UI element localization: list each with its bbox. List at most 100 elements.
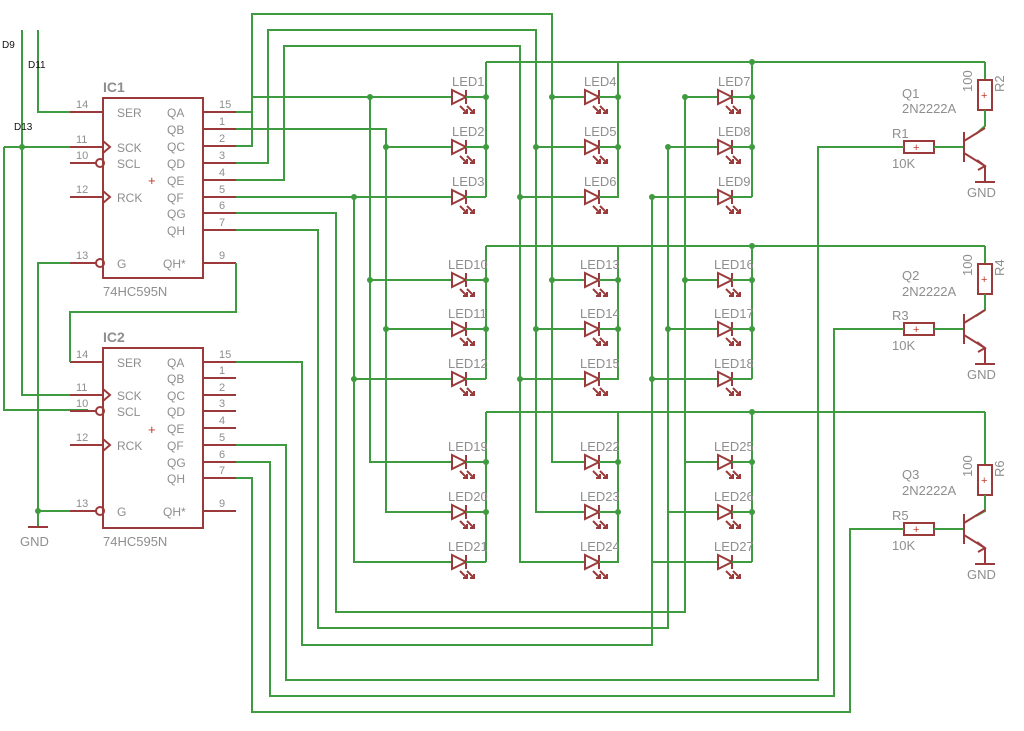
q1-type: 2N2222A	[902, 101, 957, 116]
input-d11-label: D11	[28, 60, 46, 71]
ic1-pin-qb-label: QB	[167, 123, 184, 137]
led-8: LED8	[717, 124, 752, 164]
led-10-label: LED10	[448, 257, 488, 272]
q3-gnd: GND	[967, 567, 996, 582]
led-14-label: LED14	[580, 306, 620, 321]
svg-text:+: +	[981, 274, 987, 286]
led-4: LED4	[584, 74, 619, 114]
led-27: LED27	[714, 539, 754, 579]
led-17: LED17	[714, 306, 754, 346]
ic2-pin-qc-label: QC	[167, 389, 185, 403]
ic1-pin-scl-label: SCL	[117, 157, 141, 171]
svg-text:+: +	[981, 475, 987, 487]
led-21-label: LED21	[448, 539, 488, 554]
led-11: LED11	[448, 306, 487, 346]
ic2-pin-scl-label: SCL	[117, 405, 141, 419]
ic2-pin-rck-num: 12	[76, 432, 88, 444]
ic2-pin-qg-num: 6	[219, 449, 225, 461]
r6-label: R6	[992, 460, 1007, 477]
led-1-label: LED1	[452, 74, 485, 89]
ic1-pin-qe-num: 4	[219, 167, 225, 179]
led-13-label: LED13	[580, 257, 620, 272]
led-15: LED15	[580, 356, 620, 396]
row-buses	[236, 13, 890, 713]
led-4-label: LED4	[584, 74, 617, 89]
ic2-title: IC2	[103, 329, 125, 345]
ic1-pin-g-label: G	[117, 257, 126, 271]
ic2-pin-qc-num: 2	[219, 382, 225, 394]
led-21: LED21	[448, 539, 488, 579]
ic2-pin-qh-num: 7	[219, 465, 225, 477]
ic2-pin-sck-num: 11	[76, 382, 87, 394]
ic1-pin-qh-label: QH	[167, 224, 185, 238]
led-5-label: LED5	[584, 124, 617, 139]
led-27-label: LED27	[714, 539, 754, 554]
led-10: LED10	[448, 257, 488, 297]
ic2-pin-qf-label: QF	[167, 439, 184, 453]
ic2-pin-qd-num: 3	[219, 398, 225, 410]
q2-type: 2N2222A	[902, 284, 957, 299]
led-20-label: LED20	[448, 489, 488, 504]
input-d13-label: D13	[14, 122, 33, 133]
ic1-plus-mark: +	[148, 173, 156, 188]
ic1-pin-qc-num: 2	[219, 133, 225, 145]
ic2-pin-ser-label: SER	[117, 356, 142, 370]
led-5: LED5	[584, 124, 619, 164]
ic2-pin-ser-num: 14	[76, 349, 88, 361]
r6-value: 100	[960, 455, 975, 477]
ic2-pin-qhs-label: QH*	[163, 505, 186, 519]
ic1-part: 74HC595N	[103, 284, 167, 299]
q2-gnd: GND	[967, 367, 996, 382]
led-9: LED9	[717, 174, 752, 214]
q3-label: Q3	[902, 467, 919, 482]
ic1-pin-qg-num: 6	[219, 200, 225, 212]
led-23: LED23	[580, 489, 620, 529]
ic1: IC1 74HC595N + 14 11 10 12 13 SER SCK SC…	[70, 79, 236, 299]
ic1-pin-qhs-label: QH*	[163, 257, 186, 271]
led-22-label: LED22	[580, 439, 620, 454]
ic1-pin-qd-label: QD	[167, 157, 185, 171]
svg-text:+: +	[913, 142, 919, 154]
ic1-pin-rck-label: RCK	[117, 191, 142, 205]
ic1-pin-qf-num: 5	[219, 184, 225, 196]
ic1-pin-scl-num: 10	[76, 150, 88, 162]
led-3: LED3	[451, 174, 486, 214]
ic2-pin-g-num: 13	[76, 498, 88, 510]
ic1-pin-g-num: 13	[76, 250, 88, 262]
driver-3: + Q3 2N2222A 100 R6 R5 10K + GND	[890, 412, 1007, 582]
r4-label: R4	[992, 259, 1007, 276]
ic2-pin-qa-num: 15	[219, 349, 231, 361]
r2-label: R2	[992, 75, 1007, 92]
ic2-pin-qa-label: QA	[167, 356, 184, 370]
q1-gnd: GND	[967, 185, 996, 200]
ic2-plus-mark: +	[148, 422, 156, 437]
led-6-label: LED6	[584, 174, 617, 189]
ic1-pin-qg-label: QG	[167, 207, 186, 221]
led-25: LED25	[714, 439, 754, 479]
ic1-pin-qh-num: 7	[219, 217, 225, 229]
q1-label: Q1	[902, 86, 919, 101]
ic1-pin-qhs-num: 9	[219, 250, 225, 262]
ic1-pin-qa-label: QA	[167, 106, 184, 120]
led-9-label: LED9	[718, 174, 751, 189]
ic1-pin-sck-label: SCK	[117, 141, 142, 155]
ic2-pin-qe-label: QE	[167, 422, 184, 436]
led-26-label: LED26	[714, 489, 754, 504]
ic2-pin-qb-label: QB	[167, 372, 184, 386]
ic1-pin-sck-num: 11	[76, 134, 87, 146]
ic2-pin-g-label: G	[117, 505, 126, 519]
ic2-pin-qg-label: QG	[167, 456, 186, 470]
led-7-label: LED7	[718, 74, 751, 89]
led-7: LED7	[717, 74, 752, 114]
ic2: IC2 74HC595N + 14 11 10 12 13 SER SCK SC…	[70, 329, 236, 549]
gnd-ic-label: GND	[20, 534, 49, 549]
ic2-pin-qd-label: QD	[167, 405, 185, 419]
q2-label: Q2	[902, 268, 919, 283]
led-matrix: LED1LED2LED3LED4LED5LED6LED7LED8LED9LED1…	[448, 74, 754, 579]
led-17-label: LED17	[714, 306, 754, 321]
r2-value: 100	[960, 70, 975, 92]
ic2-pin-sck-label: SCK	[117, 389, 142, 403]
q3-type: 2N2222A	[902, 483, 957, 498]
led-8-label: LED8	[718, 124, 751, 139]
